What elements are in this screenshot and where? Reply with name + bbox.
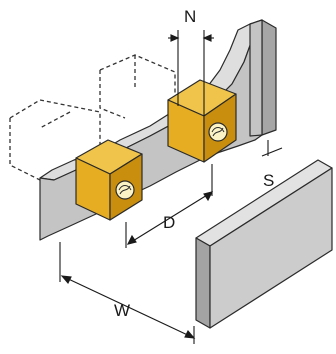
dimension-lines [59, 30, 283, 344]
target-plate [195, 159, 333, 329]
dimension-label-d: D [163, 213, 175, 232]
ghost-sensor-left [9, 99, 101, 181]
mounting-rail [39, 19, 277, 241]
sensing-face-icon [208, 122, 228, 142]
dimension-label-s: S [263, 171, 274, 190]
proximity-sensor-rear [167, 79, 237, 163]
dimension-label-n: N [184, 7, 196, 26]
dimension-label-w: W [114, 301, 130, 320]
sensing-face-icon [115, 180, 135, 200]
ghost-sensor-center [99, 54, 176, 119]
proximity-sensor-front [75, 139, 143, 221]
